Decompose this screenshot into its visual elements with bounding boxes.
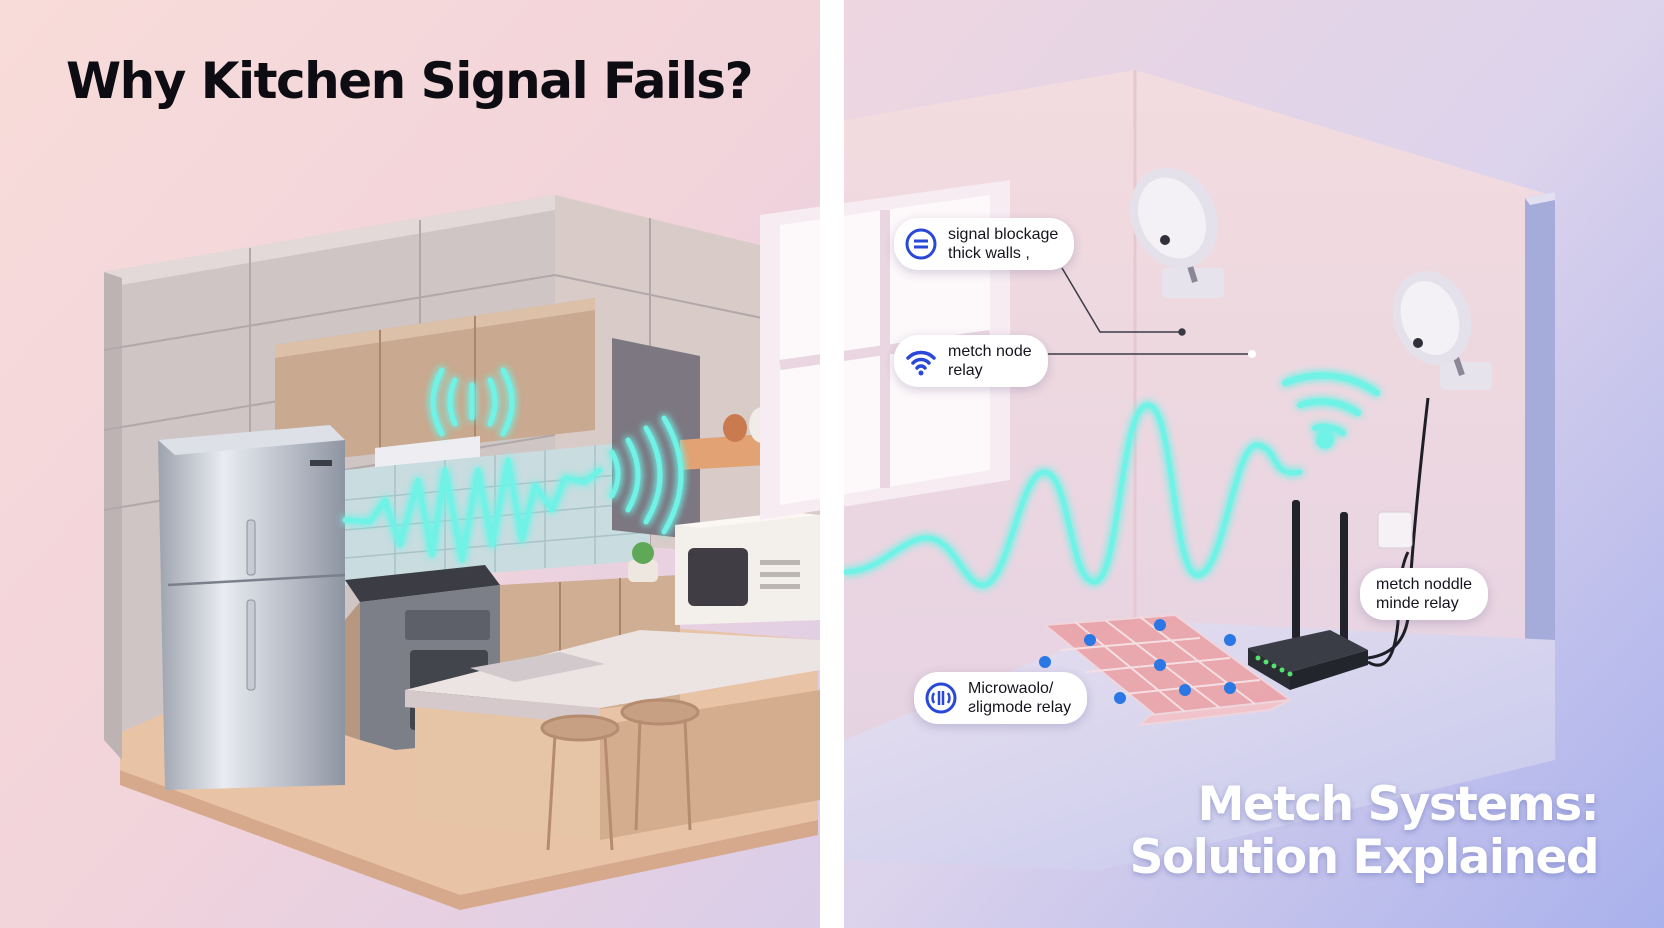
callout-microwave-line1: Microwaolo/ xyxy=(968,680,1054,697)
mesh-room-scene xyxy=(760,70,1555,870)
callout-metch-node-line2: relay xyxy=(948,362,983,379)
grid-nodes xyxy=(1039,619,1236,704)
callout-metch-noddle-line2: minde relay xyxy=(1376,595,1459,612)
callout-microwave-relay: Microwaolo/ ƨligmode relay xyxy=(914,672,1088,724)
right-title: Metch Systems: Solution Explained xyxy=(1129,777,1600,885)
callout-metch-node-relay: metch node relay xyxy=(894,335,1048,387)
right-title-line1: Metch Systems: xyxy=(1197,777,1600,832)
wifi-icon xyxy=(904,344,938,378)
kitchen-signal-wave xyxy=(342,367,684,563)
callout-signal-blockage: signal blockage thick walls , xyxy=(894,218,1075,270)
signal-block-icon xyxy=(904,227,938,261)
left-title: Why Kitchen Signal Fails? xyxy=(66,52,754,110)
wifi-signal-icon xyxy=(1282,372,1380,436)
callout-metch-node-line1: metch node xyxy=(948,343,1032,360)
callout-signal-blockage-line2: thick walls , xyxy=(948,245,1030,262)
callout-metch-noddle-line1: metch noddle xyxy=(1376,576,1473,593)
callout-signal-blockage-line1: signal blockage xyxy=(948,226,1059,243)
satellite-dish-2 xyxy=(1392,271,1492,390)
island-counter xyxy=(405,630,820,708)
callout-metch-noddle-relay: metch noddle minde relay xyxy=(1360,568,1489,620)
router xyxy=(1248,500,1368,690)
panel-divider xyxy=(820,0,844,928)
wave-relay-icon xyxy=(924,681,958,715)
kitchen-scene xyxy=(103,195,821,910)
satellite-dish-1 xyxy=(1130,167,1224,298)
callout-microwave-line2: ƨligmode relay xyxy=(968,699,1072,716)
right-title-line2: Solution Explained xyxy=(1129,830,1600,885)
mesh-signal-wave xyxy=(842,372,1380,588)
bar-stools xyxy=(540,698,700,851)
stove-top xyxy=(345,565,500,602)
